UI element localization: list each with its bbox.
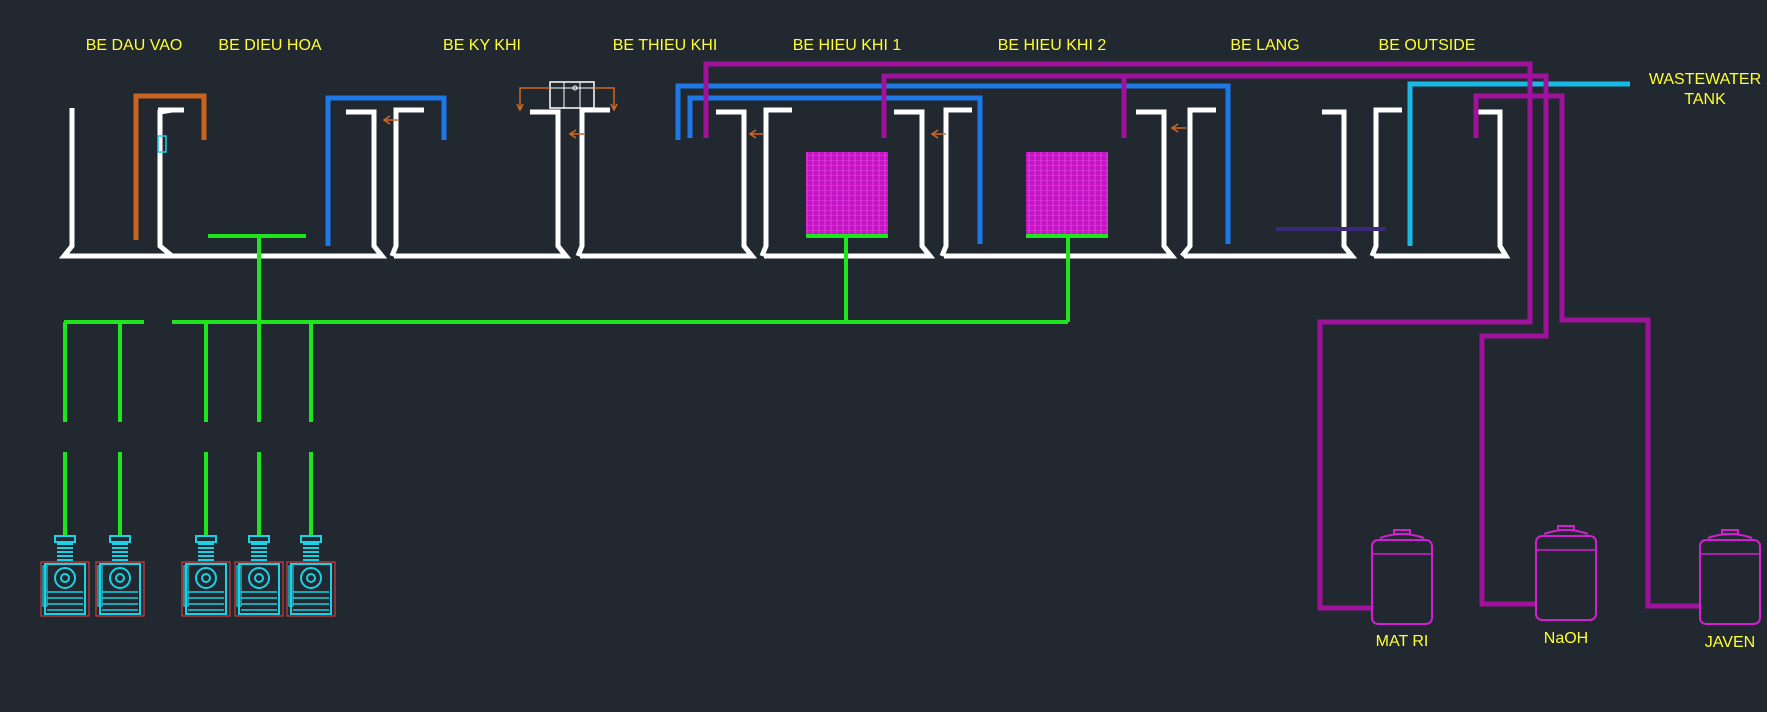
label-be-hieu-khi-1: BE HIEU KHI 1	[793, 37, 902, 54]
label-be-outside: BE OUTSIDE	[1379, 37, 1476, 54]
media-block-hieu-khi-1	[806, 152, 888, 236]
return-line-dieu-hoa	[325, 95, 447, 246]
arrow-icon-4	[930, 129, 946, 139]
inlet-pipe	[133, 93, 207, 240]
arrow-icon-1	[382, 115, 398, 125]
label-be-ky-khi: BE KY KHI	[443, 37, 521, 54]
chem-line-mat-ri	[703, 61, 1533, 611]
effluent-line	[1407, 81, 1630, 246]
chemical-lines	[703, 61, 1700, 611]
label-tank: TANK	[1684, 91, 1726, 108]
tank-icon-javen	[1699, 529, 1761, 625]
arrow-icon-5	[1170, 123, 1186, 133]
wall-be-hieu-khi-2	[939, 107, 1178, 259]
tank-icon-naoh	[1535, 525, 1597, 621]
blower-icon-1	[40, 535, 90, 617]
tank-icon-mat-ri	[1371, 529, 1433, 625]
wall-be-thieu-khi	[575, 107, 758, 259]
label-be-hieu-khi-2: BE HIEU KHI 2	[998, 37, 1107, 54]
label-be-dieu-hoa: BE DIEU HOA	[218, 37, 321, 54]
media-block-hieu-khi-2	[1026, 152, 1108, 236]
tank-walls	[58, 107, 1511, 259]
air-lines	[63, 234, 1108, 536]
tank-labels: BE DAU VAO BE DIEU HOA BE KY KHI BE THIE…	[86, 37, 1761, 108]
arrow-icon-3	[748, 129, 764, 139]
sludge-return-lines	[325, 83, 1231, 246]
wall-be-dau-vao	[58, 107, 179, 259]
wall-be-lang	[1180, 107, 1358, 259]
inlet-valve-icon	[157, 135, 167, 153]
label-mat-ri: MAT RI	[1376, 633, 1429, 650]
label-be-thieu-khi: BE THIEU KHI	[613, 37, 718, 54]
blower-icon-4	[234, 535, 284, 617]
wall-be-outside	[1369, 107, 1511, 259]
return-line-hieu-khi-1	[687, 95, 983, 244]
chemical-tanks: MAT RI NaOH JAVEN	[1371, 525, 1761, 651]
blower-icon-3	[181, 535, 231, 617]
label-javen: JAVEN	[1705, 634, 1755, 651]
transfer-arrows	[382, 115, 1186, 139]
wall-be-hieu-khi-1	[759, 107, 936, 259]
blower-icon-5	[286, 535, 336, 617]
label-naoh: NaOH	[1544, 630, 1588, 647]
chem-line-naoh	[881, 73, 1549, 607]
arrow-icon-2	[568, 129, 584, 139]
label-be-lang: BE LANG	[1230, 37, 1299, 54]
chem-line-javen	[1473, 93, 1700, 609]
return-line-lang	[675, 83, 1231, 244]
wall-be-dieu-hoa	[160, 109, 388, 259]
label-wastewater: WASTEWATER	[1649, 71, 1761, 88]
label-be-dau-vao: BE DAU VAO	[86, 37, 183, 54]
blower-icon-2	[95, 535, 145, 617]
gas-separator-icon	[516, 81, 618, 112]
wall-be-ky-khi	[389, 107, 572, 259]
blowers	[40, 535, 336, 617]
